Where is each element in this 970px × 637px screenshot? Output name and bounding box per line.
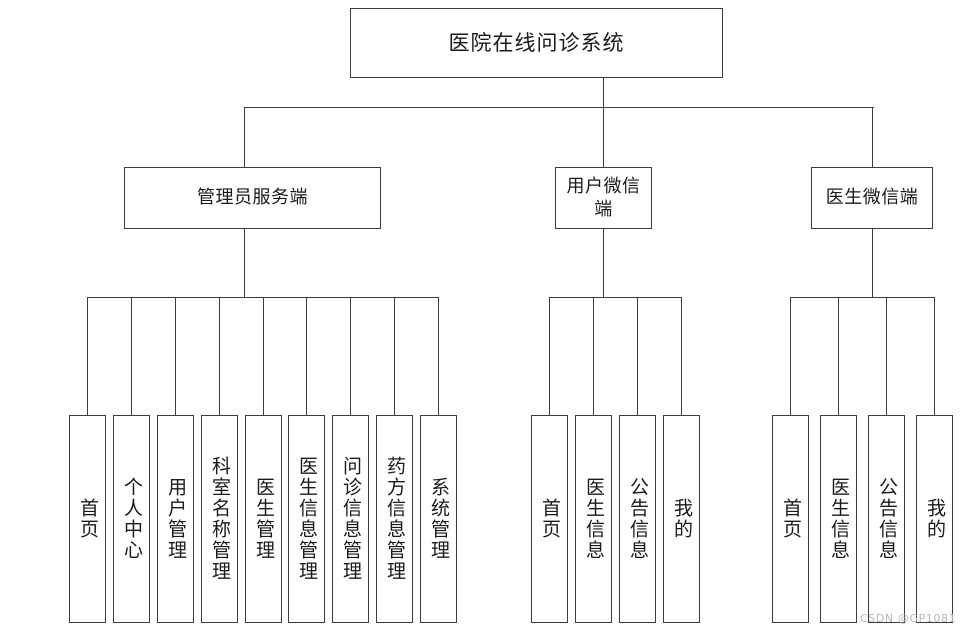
node-leaf-user-1[interactable]: 首页 bbox=[531, 415, 568, 623]
watermark: CSDN @GP1081 bbox=[860, 612, 957, 625]
node-branch-admin-label: 管理员服务端 bbox=[197, 187, 308, 209]
connector-drop-doctor-wechat bbox=[872, 107, 874, 168]
node-leaf-admin-5[interactable]: 医生管理 bbox=[245, 415, 282, 623]
node-root-label: 医院在线问诊系统 bbox=[448, 30, 625, 55]
node-leaf-admin-3[interactable]: 用户管理 bbox=[157, 415, 194, 623]
connector-admin-stem bbox=[244, 229, 246, 298]
connector-root-stem bbox=[603, 78, 605, 108]
node-leaf-user-1-label: 首页 bbox=[539, 498, 561, 540]
node-leaf-user-4-label: 我的 bbox=[671, 498, 693, 540]
node-branch-doctor-wechat-label: 医生微信端 bbox=[825, 187, 919, 209]
node-leaf-doctor-1[interactable]: 首页 bbox=[772, 415, 809, 623]
connector-user-wechat-bus bbox=[549, 297, 681, 299]
node-leaf-doctor-2-label: 医生信息 bbox=[828, 477, 850, 561]
node-leaf-admin-8-label: 药方信息管理 bbox=[384, 456, 406, 582]
node-leaf-admin-6-label: 医生信息管理 bbox=[296, 456, 318, 582]
node-branch-admin[interactable]: 管理员服务端 bbox=[124, 167, 381, 229]
connector-user-leaf-drop-1 bbox=[549, 297, 551, 415]
node-leaf-admin-8[interactable]: 药方信息管理 bbox=[376, 415, 413, 623]
node-root[interactable]: 医院在线问诊系统 bbox=[350, 8, 723, 78]
node-leaf-user-4[interactable]: 我的 bbox=[663, 415, 700, 623]
connector-doctor-leaf-drop-4 bbox=[934, 297, 936, 415]
connector-admin-leaf-drop-6 bbox=[306, 297, 308, 415]
node-leaf-doctor-4-label: 我的 bbox=[924, 498, 946, 540]
connector-doctor-wechat-bus bbox=[790, 297, 934, 299]
node-leaf-doctor-1-label: 首页 bbox=[780, 498, 802, 540]
connector-drop-user-wechat bbox=[603, 107, 605, 168]
node-leaf-admin-3-label: 用户管理 bbox=[165, 477, 187, 561]
connector-admin-bus bbox=[87, 297, 438, 299]
connector-level1-bus bbox=[244, 107, 874, 109]
node-leaf-doctor-4[interactable]: 我的 bbox=[916, 415, 953, 623]
node-leaf-doctor-3[interactable]: 公告信息 bbox=[868, 415, 905, 623]
node-leaf-user-2-label: 医生信息 bbox=[583, 477, 605, 561]
connector-admin-leaf-drop-4 bbox=[219, 297, 221, 415]
node-branch-user-wechat[interactable]: 用户微信端 bbox=[555, 167, 652, 229]
connector-doctor-leaf-drop-2 bbox=[838, 297, 840, 415]
connector-drop-admin bbox=[244, 107, 246, 168]
node-leaf-user-2[interactable]: 医生信息 bbox=[575, 415, 612, 623]
node-leaf-admin-1[interactable]: 首页 bbox=[69, 415, 106, 623]
node-leaf-admin-9-label: 系统管理 bbox=[428, 477, 450, 561]
node-leaf-admin-2[interactable]: 个人中心 bbox=[113, 415, 150, 623]
connector-admin-leaf-drop-9 bbox=[438, 297, 440, 415]
node-leaf-admin-1-label: 首页 bbox=[77, 498, 99, 540]
connector-admin-leaf-drop-5 bbox=[263, 297, 265, 415]
connector-user-leaf-drop-4 bbox=[681, 297, 683, 415]
connector-user-leaf-drop-3 bbox=[637, 297, 639, 415]
connector-admin-leaf-drop-3 bbox=[175, 297, 177, 415]
node-leaf-doctor-2[interactable]: 医生信息 bbox=[820, 415, 857, 623]
connector-admin-leaf-drop-8 bbox=[394, 297, 396, 415]
node-leaf-admin-7-label: 问诊信息管理 bbox=[340, 456, 362, 582]
node-leaf-admin-7[interactable]: 问诊信息管理 bbox=[332, 415, 369, 623]
connector-admin-leaf-drop-2 bbox=[131, 297, 133, 415]
connector-doctor-leaf-drop-3 bbox=[886, 297, 888, 415]
node-leaf-admin-4-label: 科室名称管理 bbox=[209, 456, 231, 582]
node-leaf-admin-5-label: 医生管理 bbox=[253, 477, 275, 561]
node-leaf-user-3-label: 公告信息 bbox=[627, 477, 649, 561]
node-branch-user-wechat-label: 用户微信端 bbox=[566, 175, 641, 220]
connector-doctor-leaf-drop-1 bbox=[790, 297, 792, 415]
connector-user-wechat-stem bbox=[603, 229, 605, 298]
node-branch-doctor-wechat[interactable]: 医生微信端 bbox=[811, 167, 933, 229]
node-leaf-doctor-3-label: 公告信息 bbox=[876, 477, 898, 561]
node-leaf-admin-9[interactable]: 系统管理 bbox=[420, 415, 457, 623]
node-leaf-admin-6[interactable]: 医生信息管理 bbox=[288, 415, 325, 623]
connector-admin-leaf-drop-1 bbox=[87, 297, 89, 415]
connector-admin-leaf-drop-7 bbox=[350, 297, 352, 415]
node-leaf-admin-2-label: 个人中心 bbox=[121, 477, 143, 561]
connector-user-leaf-drop-2 bbox=[593, 297, 595, 415]
connector-doctor-wechat-stem bbox=[872, 229, 874, 298]
node-leaf-admin-4[interactable]: 科室名称管理 bbox=[201, 415, 238, 623]
node-leaf-user-3[interactable]: 公告信息 bbox=[619, 415, 656, 623]
